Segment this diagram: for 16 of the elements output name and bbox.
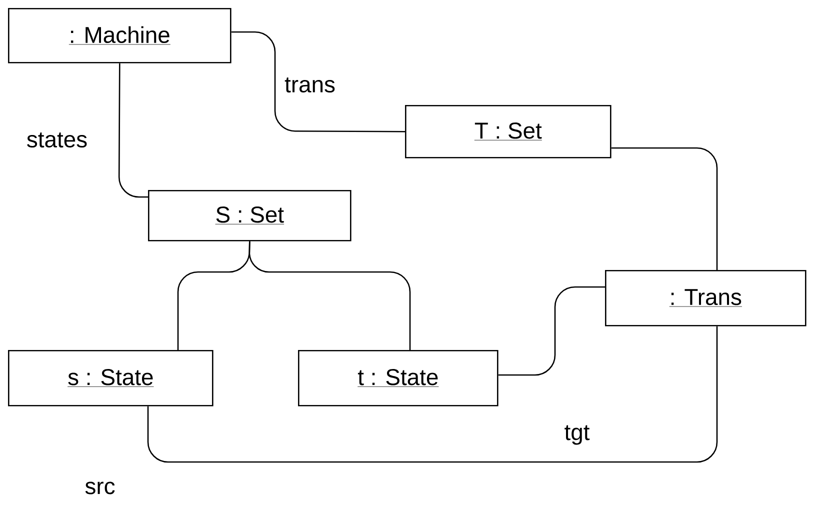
role-label: states <box>27 132 87 148</box>
object-box: T : Set <box>405 105 612 158</box>
role-label: src <box>85 482 115 494</box>
object-box: t : State <box>298 350 498 406</box>
object-box: S : Set <box>148 190 352 242</box>
connector-line <box>231 31 405 132</box>
object-box: : Trans <box>605 270 806 326</box>
role-label: tgt <box>564 425 590 445</box>
role-label: trans <box>284 77 335 92</box>
connector-line <box>147 326 718 463</box>
connector-line <box>248 241 411 350</box>
object-box: : Machine <box>8 8 232 64</box>
connector-line <box>498 286 605 376</box>
connector-line <box>118 63 148 198</box>
connector-line <box>611 147 718 270</box>
object-box: s : State <box>8 350 214 406</box>
